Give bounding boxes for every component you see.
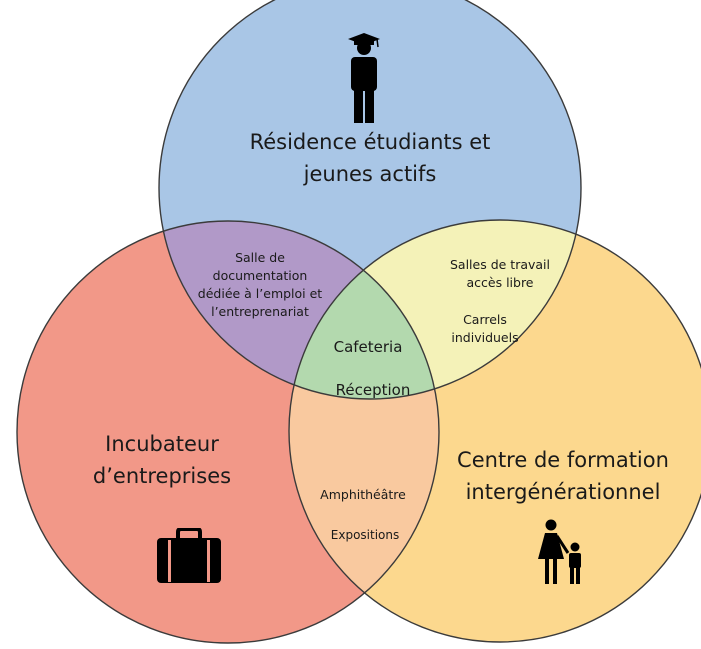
graduate-student-icon [348, 33, 380, 123]
parent-child-icon [538, 519, 581, 584]
label-incubateur: Incubateur d’entreprises [62, 428, 262, 492]
label-salle-documentation: Salle de documentation dédiée à l’emploi… [170, 249, 350, 321]
circle-centre-formation-outline [288, 219, 701, 643]
label-centre-formation-line1: Centre de formation [457, 448, 669, 472]
label-incubateur-line1: Incubateur [105, 432, 219, 456]
label-salle-documentation-line4: l’entreprenariat [211, 304, 309, 319]
label-expositions: Expositions [330, 528, 400, 542]
label-carrels-line1: Carrels [463, 312, 507, 327]
briefcase-icon [157, 528, 221, 583]
label-centre-formation-line2: intergénérationnel [465, 480, 661, 504]
label-salle-documentation-line3: dédiée à l’emploi et [197, 286, 323, 301]
circle-residence-outline [158, 0, 582, 400]
label-cafeteria: Cafeteria [333, 338, 403, 356]
label-residence-line1: Résidence étudiants et [249, 130, 491, 154]
label-salles-travail-line2: accès libre [466, 275, 534, 290]
label-carrels-line2: individuels [451, 330, 519, 345]
circle-incubateur-outline [16, 220, 440, 644]
label-incubateur-line2: d’entreprises [92, 464, 232, 488]
label-reception: Réception [335, 381, 411, 399]
label-carrels: Carrels individuels [430, 311, 540, 347]
label-salles-travail-line1: Salles de travail [449, 257, 551, 272]
label-residence-line2: jeunes actifs [303, 162, 437, 186]
label-residence: Résidence étudiants et jeunes actifs [230, 126, 510, 190]
label-amphitheatre: Amphithéâtre [320, 487, 406, 502]
label-salle-documentation-line1: Salle de [235, 250, 285, 265]
label-salles-travail: Salles de travail accès libre [430, 256, 570, 292]
label-centre-formation: Centre de formation intergénérationnel [443, 444, 683, 508]
overlap-center [289, 221, 439, 399]
label-salle-documentation-line2: documentation [212, 268, 308, 283]
